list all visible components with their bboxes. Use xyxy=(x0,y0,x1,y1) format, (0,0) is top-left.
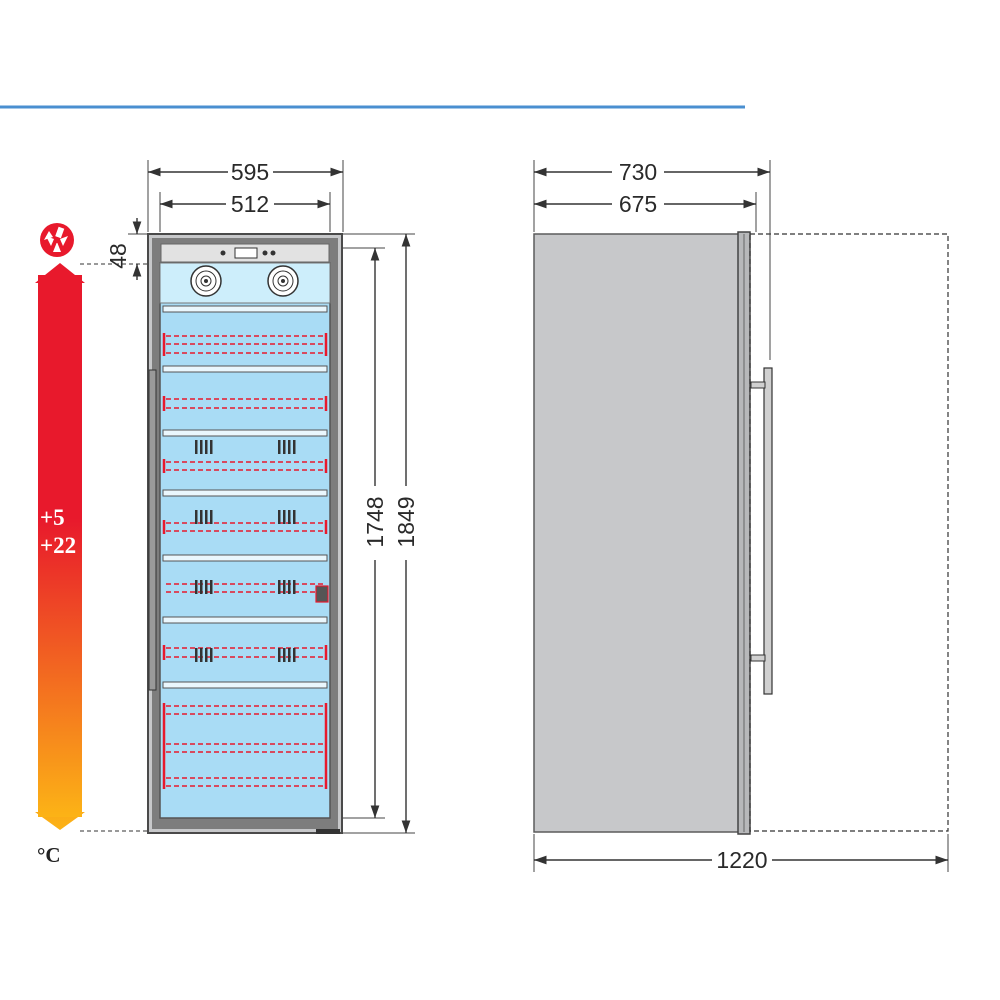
shelf xyxy=(162,429,328,471)
shelves xyxy=(162,305,328,789)
shelf xyxy=(162,305,328,354)
dimension-height-outer: 1849 xyxy=(393,496,419,547)
clip-icon xyxy=(278,510,296,524)
clip-icon xyxy=(278,648,296,662)
shelf xyxy=(162,489,328,532)
front-view xyxy=(147,233,343,834)
bottle-clips xyxy=(195,440,296,662)
temperature-unit-label: °C xyxy=(37,843,61,867)
dimension-depth-body: 675 xyxy=(619,191,657,217)
shelf xyxy=(162,365,328,409)
shelf xyxy=(162,681,328,787)
clip-icon xyxy=(195,440,213,454)
clip-icon xyxy=(278,580,296,594)
dimension-width-inner: 512 xyxy=(231,191,269,217)
cabinet-side-panel xyxy=(533,233,741,833)
temperature-min-label: +5 xyxy=(40,505,65,530)
dimension-height-inner: 1748 xyxy=(362,496,388,547)
dimension-top-offset: 48 xyxy=(105,243,131,269)
temperature-max-label: +22 xyxy=(40,533,76,558)
fan-icon xyxy=(267,265,299,297)
snowflake-sun-icon xyxy=(40,223,74,257)
side-handle xyxy=(750,367,773,695)
fan-icon xyxy=(190,265,222,297)
dimension-width-outer: 595 xyxy=(231,159,269,185)
door-handle xyxy=(148,369,157,691)
dimension-depth-outer: 730 xyxy=(619,159,657,185)
side-view xyxy=(533,231,949,835)
clip-icon xyxy=(278,440,296,454)
glass-door xyxy=(159,262,331,819)
clip-icon xyxy=(195,510,213,524)
dimension-depth-door-open: 1220 xyxy=(716,847,767,873)
shelf xyxy=(162,554,328,593)
temperature-scale: +5 +22 °C xyxy=(35,223,85,867)
clip-icon xyxy=(195,580,213,594)
shelf xyxy=(162,616,328,658)
clip-icon xyxy=(195,648,213,662)
lock-icon xyxy=(315,585,329,603)
door-swing-outline xyxy=(749,233,949,832)
